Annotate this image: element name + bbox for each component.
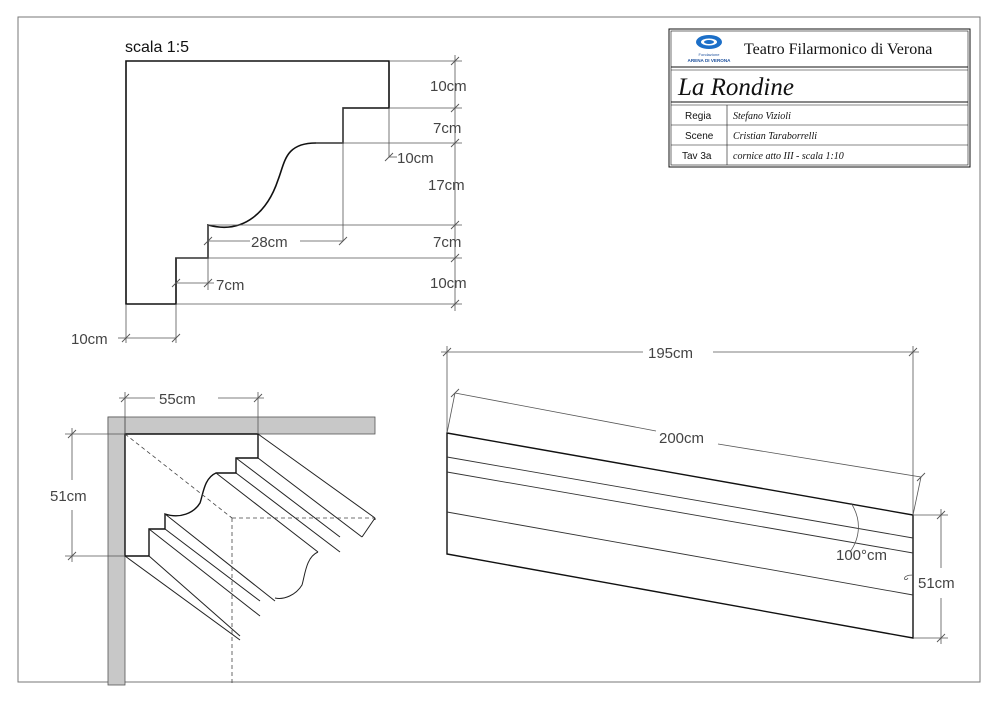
- scene-label: Scene: [685, 131, 714, 142]
- dim-28cm: 28cm: [251, 234, 288, 251]
- corner-perspective-view: 55cm 51cm: [50, 391, 376, 686]
- corner-dimension-lines: [65, 392, 264, 562]
- tav-value: cornice atto III - scala 1:10: [733, 151, 844, 162]
- dim-51cm-corner: 51cm: [50, 488, 87, 505]
- tav-label: Tav 3a: [682, 151, 712, 162]
- corner-front-profile: [124, 433, 259, 557]
- cornice-profile-section: scala 1:5 10cm 7cm: [71, 39, 467, 348]
- theater-name: Teatro Filarmonico di Verona: [744, 41, 932, 58]
- logo-text-small: Fondazione: [699, 52, 721, 57]
- corner-extrusion-lines: [124, 433, 376, 641]
- dim-angle-100: 100°cm: [836, 547, 887, 564]
- side-dimension-ticks: [442, 347, 946, 643]
- cornice-side-panel: [446, 432, 914, 639]
- side-dimension-lines: [441, 346, 948, 644]
- corner-hidden-lines: [124, 433, 375, 683]
- dim-7cm-lower: 7cm: [433, 234, 461, 251]
- profile-dimension-lines: [118, 55, 462, 343]
- side-view: 195cm 200cm 100°cm 51cm: [441, 345, 955, 644]
- corner-dimension-ticks: [67, 393, 263, 561]
- dim-55cm: 55cm: [159, 391, 196, 408]
- dim-10cm-top: 10cm: [430, 78, 467, 95]
- production-title: La Rondine: [677, 74, 794, 101]
- regia-label: Regia: [685, 111, 712, 122]
- dim-10cm-inner: 10cm: [397, 150, 434, 167]
- scale-label: scala 1:5: [125, 39, 189, 56]
- dim-200cm: 200cm: [659, 430, 704, 447]
- profile-outline: [125, 60, 390, 305]
- regia-value: Stefano Vizioli: [733, 111, 791, 122]
- dim-51cm-side: 51cm: [918, 575, 955, 592]
- profile-dimension-ticks: [121, 56, 460, 343]
- title-block: Fondazione ARENA DI VERONA Teatro Filarm…: [668, 28, 971, 168]
- wall-pillar: [107, 416, 126, 686]
- scene-value: Cristian Taraborrelli: [733, 131, 817, 142]
- ceiling-beam: [107, 416, 376, 435]
- dim-10cm-left: 10cm: [71, 331, 108, 348]
- arena-di-verona-logo: Fondazione ARENA DI VERONA: [688, 35, 732, 63]
- sheet-frame: [17, 16, 981, 683]
- logo-text: ARENA DI VERONA: [688, 58, 732, 63]
- dim-7cm-upper: 7cm: [433, 120, 461, 137]
- dim-195cm: 195cm: [648, 345, 693, 362]
- dim-17cm: 17cm: [428, 177, 465, 194]
- dim-10cm-bottom: 10cm: [430, 275, 467, 292]
- dim-7cm-base: 7cm: [216, 277, 244, 294]
- side-molding-lines: [446, 456, 914, 596]
